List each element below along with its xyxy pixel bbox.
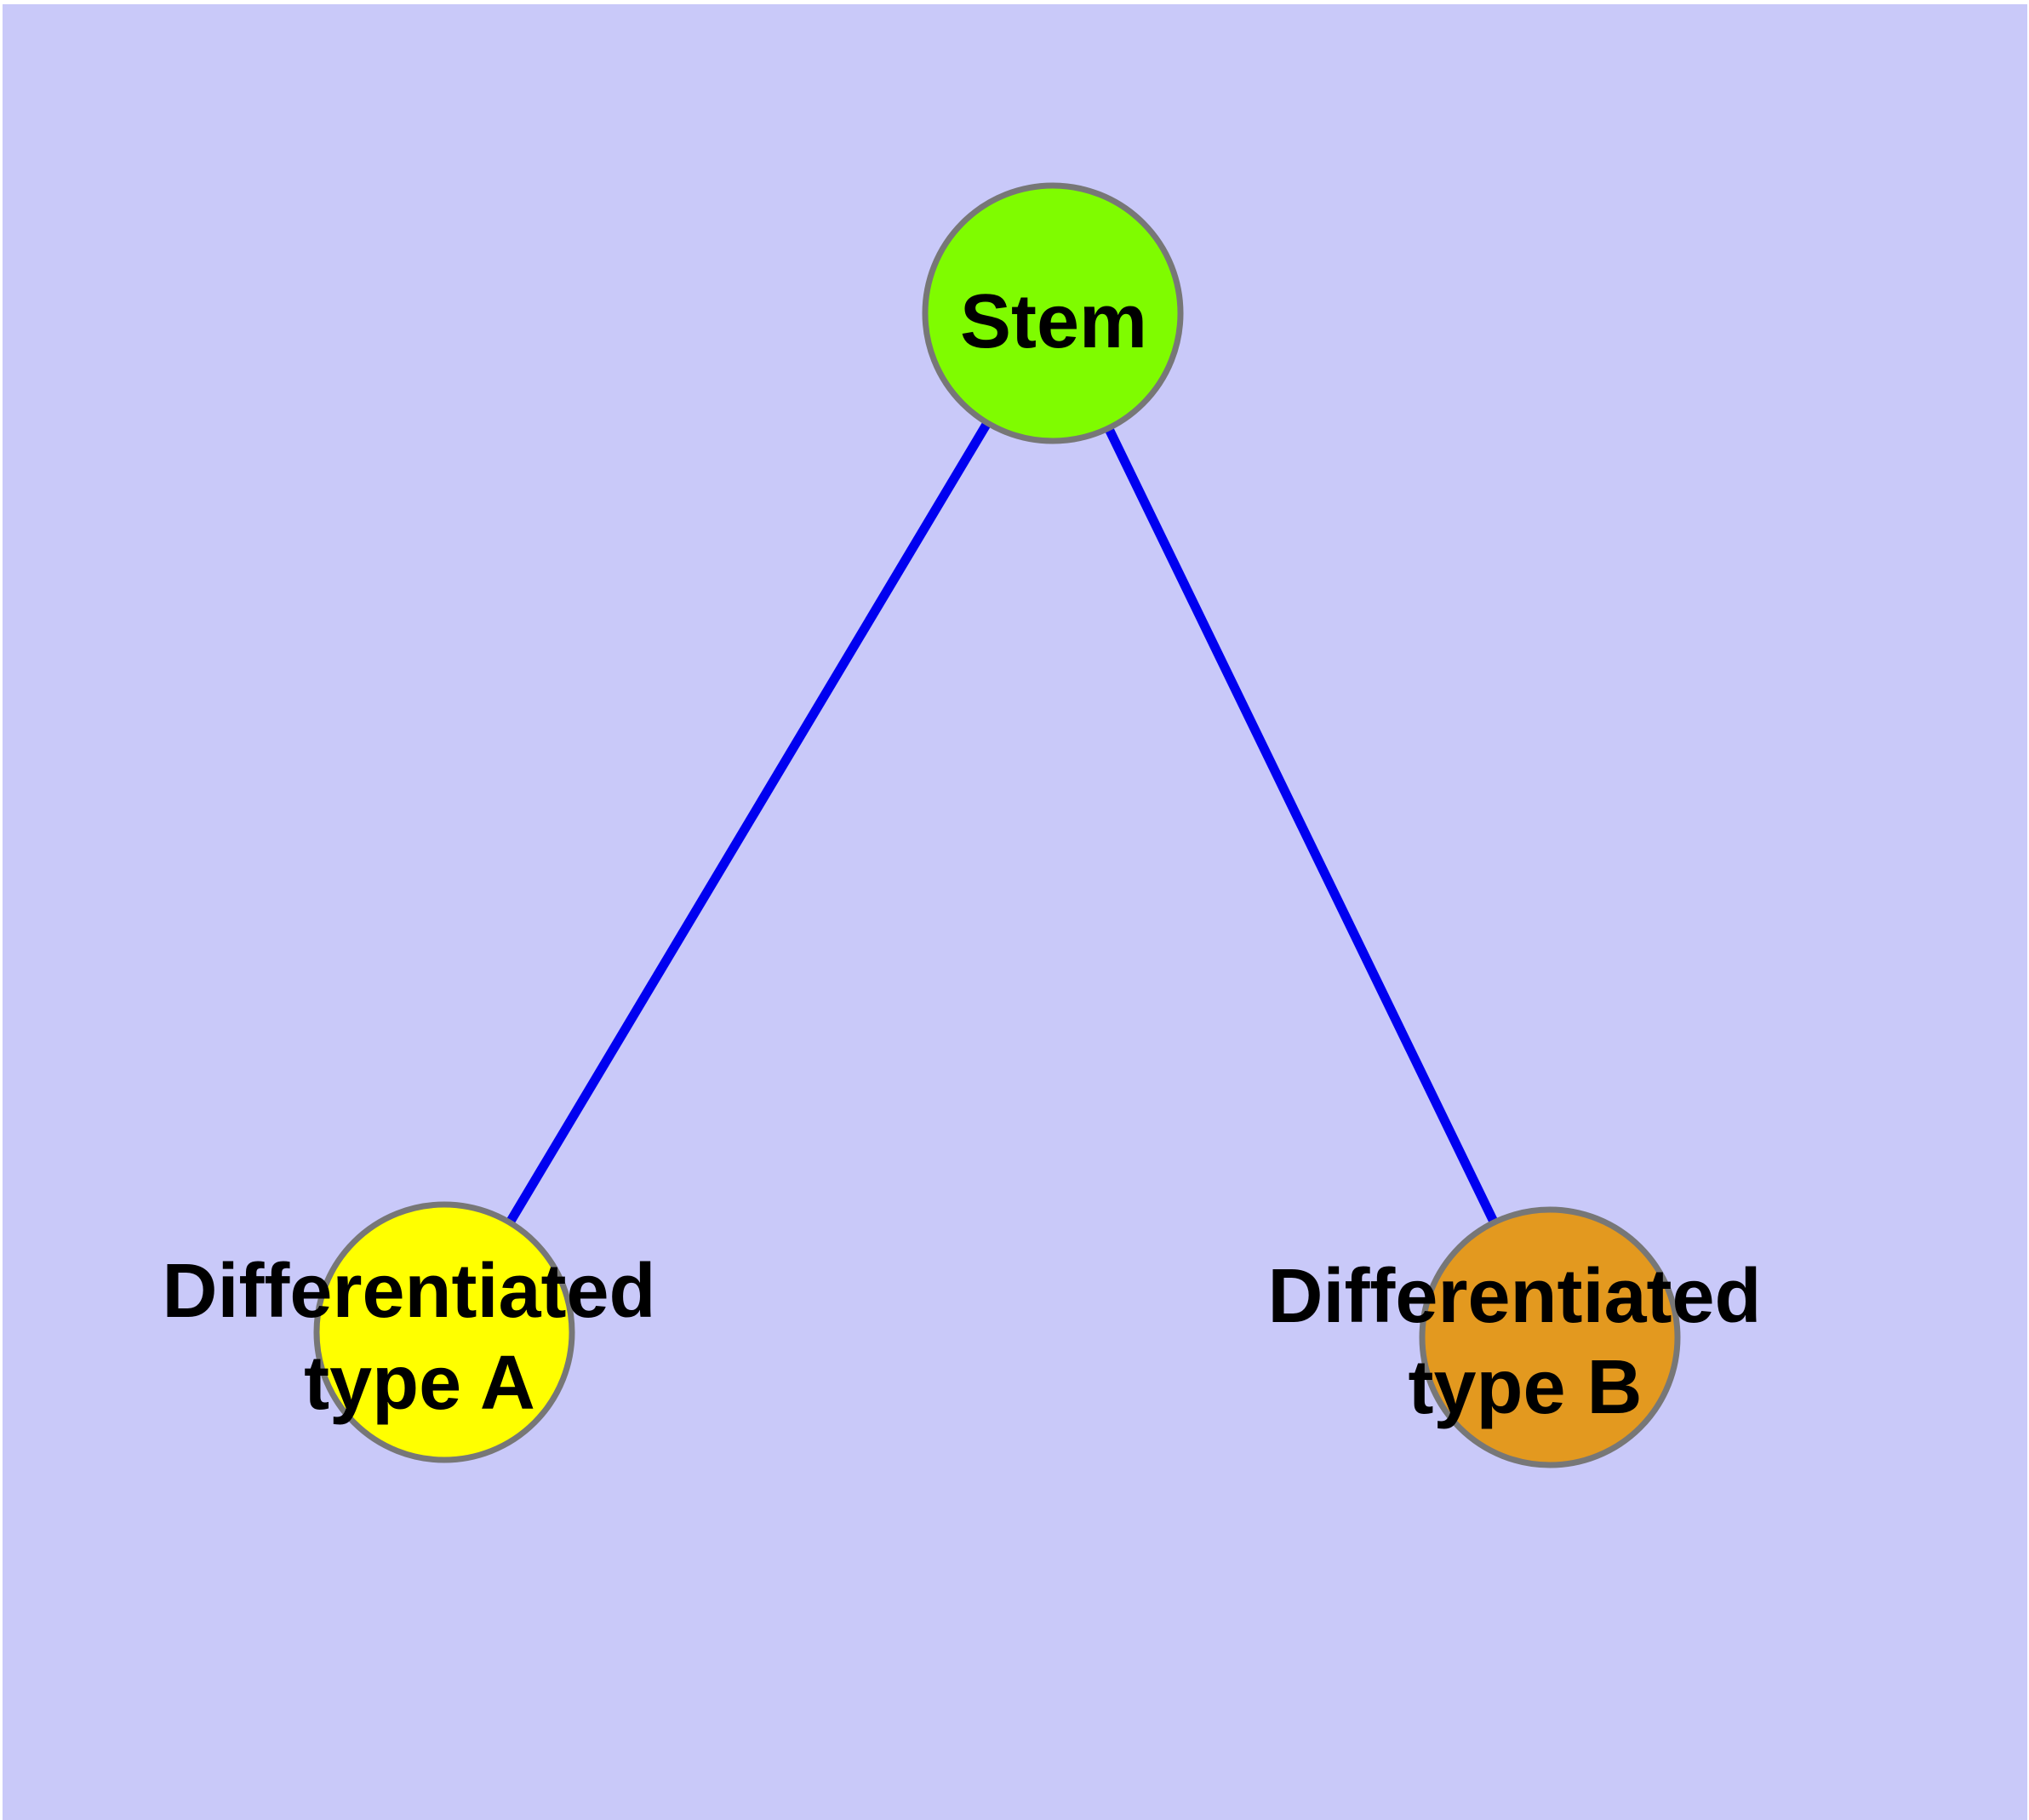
node-differentiated-type-a	[313, 1201, 575, 1463]
edge-stem-to-type-a	[440, 311, 1057, 1335]
node-differentiated-type-b	[1419, 1206, 1681, 1468]
node-type-b-label-line2: type B	[1408, 1345, 1642, 1430]
label-layer: Stem Differentiated type A Differentiate…	[162, 279, 1782, 1430]
node-type-b-label: Differentiated type B	[1267, 1254, 1782, 1430]
edge-layer	[440, 311, 1554, 1340]
node-type-b-label-line1: Differentiated	[1267, 1254, 1761, 1339]
node-stem-label: Stem	[960, 279, 1147, 364]
node-layer	[313, 182, 1681, 1468]
node-type-a-label-line2: type A	[304, 1341, 535, 1426]
node-type-a-label: Differentiated type A	[162, 1249, 677, 1426]
edge-stem-to-type-b	[1049, 311, 1554, 1340]
node-type-a-label-line1: Differentiated	[162, 1249, 655, 1334]
node-stem	[922, 182, 1184, 444]
